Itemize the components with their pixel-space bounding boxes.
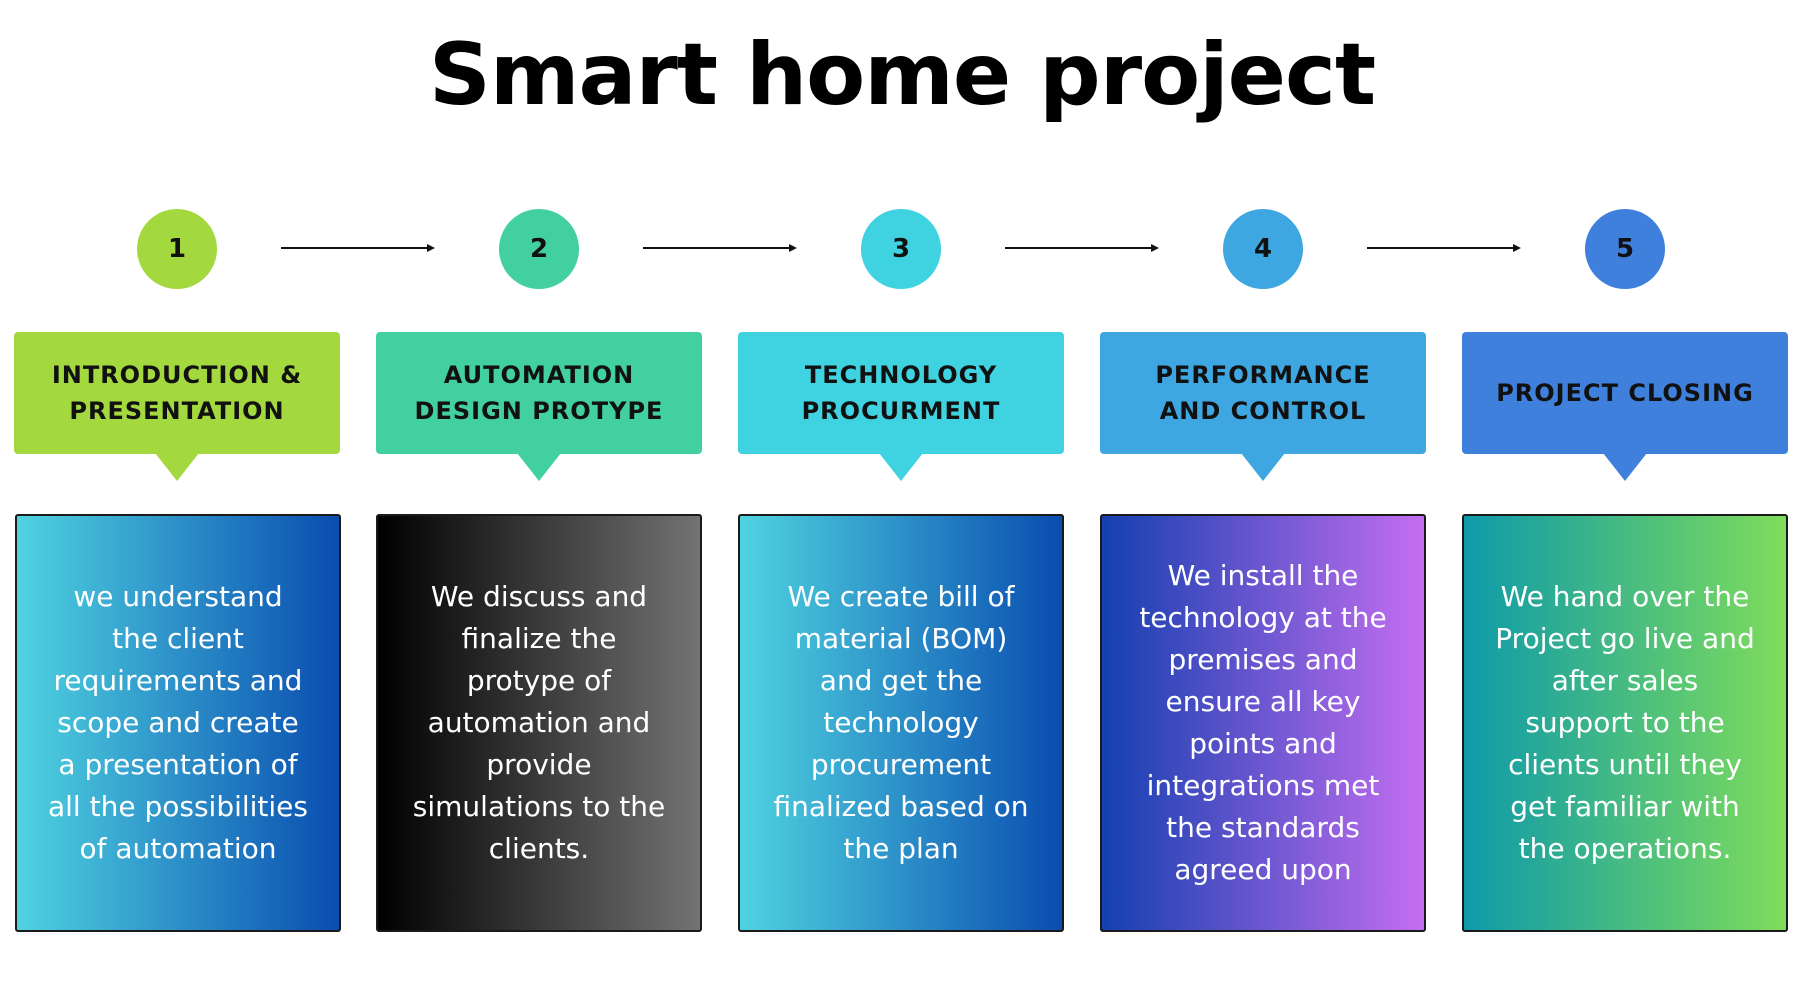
step-5-description-box: We hand over the Project go live and aft… [1462,514,1788,932]
step-2-heading-pointer [517,453,561,481]
step-2-description-box: We discuss and finalize the protype of a… [376,514,702,932]
step-3-heading-box: TECHNOLOGY PROCURMENT [738,332,1064,481]
arrow-right-icon [1005,244,1159,252]
step-4-heading-pointer [1241,453,1285,481]
step-3-description-box: We create bill of material (BOM) and get… [738,514,1064,932]
step-2-number-circle: 2 [499,209,579,289]
step-2-heading: AUTOMATION DESIGN PROTYPE [414,361,664,425]
step-5-heading-box: PROJECT CLOSING [1462,332,1788,481]
arrow-right-icon [281,244,435,252]
connector-arrow-1-2 [281,244,435,252]
connector-arrow-4-5 [1367,244,1521,252]
diagram-title: Smart home project [428,25,1376,125]
step-1-number-circle: 1 [137,209,217,289]
step-2-heading-box: AUTOMATION DESIGN PROTYPE [376,332,702,481]
step-3-heading: TECHNOLOGY PROCURMENT [801,361,1001,425]
step-3-number-circle: 3 [861,209,941,289]
step-3-heading-pointer [879,453,923,481]
step-5-heading-pointer [1603,453,1647,481]
step-4-heading-box: PERFORMANCE AND CONTROL [1100,332,1426,481]
connector-arrow-3-4 [1005,244,1159,252]
step-1-heading-pointer [155,453,199,481]
step-4-heading: PERFORMANCE AND CONTROL [1155,361,1371,425]
step-1-heading-box: INTRODUCTION & PRESENTATION [14,332,340,481]
step-4-number-circle: 4 [1223,209,1303,289]
arrow-right-icon [1367,244,1521,252]
step-1-heading: INTRODUCTION & PRESENTATION [51,361,303,425]
step-5-number-circle: 5 [1585,209,1665,289]
step-1-description-box: we understand the client requirements an… [15,514,341,932]
arrow-right-icon [643,244,797,252]
connector-arrow-2-3 [643,244,797,252]
step-5-heading: PROJECT CLOSING [1496,379,1754,407]
step-4-description-box: We install the technology at the premise… [1100,514,1426,932]
